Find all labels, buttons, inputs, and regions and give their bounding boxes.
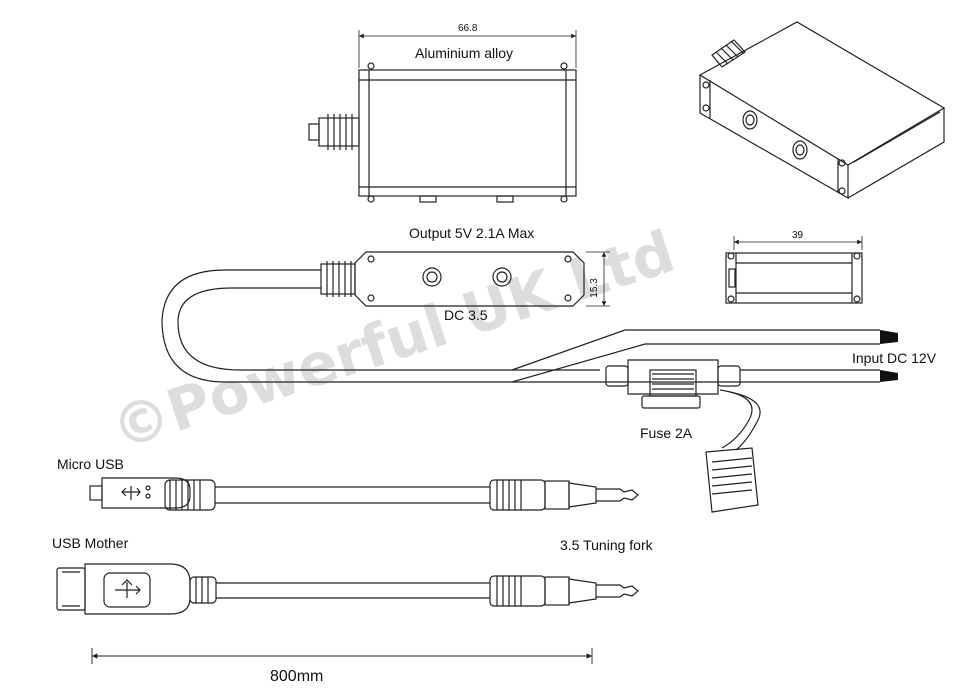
cable-loop (161, 269, 880, 383)
material-label: Aluminium alloy (415, 45, 513, 61)
end-view-box (725, 252, 863, 304)
input-label: Input DC 12V (852, 350, 937, 366)
length-label: 800mm (270, 668, 323, 685)
fuse-holder (605, 359, 761, 513)
wire-tips (880, 330, 898, 382)
length-dimension (91, 648, 593, 664)
isometric-box (698, 21, 946, 200)
usb-mother-label: USB Mother (52, 535, 129, 551)
micro-usb-cable (89, 477, 639, 511)
micro-usb-label: Micro USB (57, 456, 124, 472)
top-view-box (308, 62, 577, 203)
output-label: Output 5V 2.1A Max (409, 225, 534, 241)
front-box (320, 251, 585, 307)
top-dim-label: 66.8 (458, 23, 478, 34)
top-dimension (358, 30, 577, 68)
usb-mother-cable (56, 563, 639, 615)
width-dimension (733, 236, 863, 250)
side-dimension (586, 251, 610, 307)
width-dim-label: 39 (792, 230, 804, 241)
fuse-label: Fuse 2A (640, 425, 693, 441)
tuning-fork-label: 3.5 Tuning fork (560, 537, 654, 553)
dc-label: DC 3.5 (444, 307, 488, 323)
side-dim-label: 15.3 (589, 278, 600, 298)
